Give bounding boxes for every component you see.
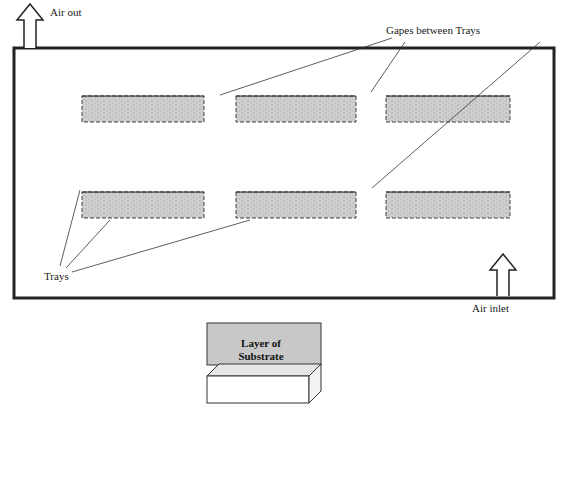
air-out-label: Air out [48, 6, 83, 19]
substrate-box: Layer of Substrate [206, 322, 322, 404]
dryer-chamber [14, 48, 554, 298]
air-out-arrow [17, 4, 43, 48]
substrate-box-outline [206, 322, 322, 404]
trays-label: Trays [42, 270, 71, 283]
box-label: Layer of Substrate [220, 337, 302, 363]
gaps-label: Gapes between Trays [384, 24, 482, 37]
trays [82, 96, 510, 218]
air-inlet-label: Air inlet [470, 302, 511, 315]
leader-lines [60, 38, 540, 272]
air-inlet-arrow [490, 254, 516, 296]
